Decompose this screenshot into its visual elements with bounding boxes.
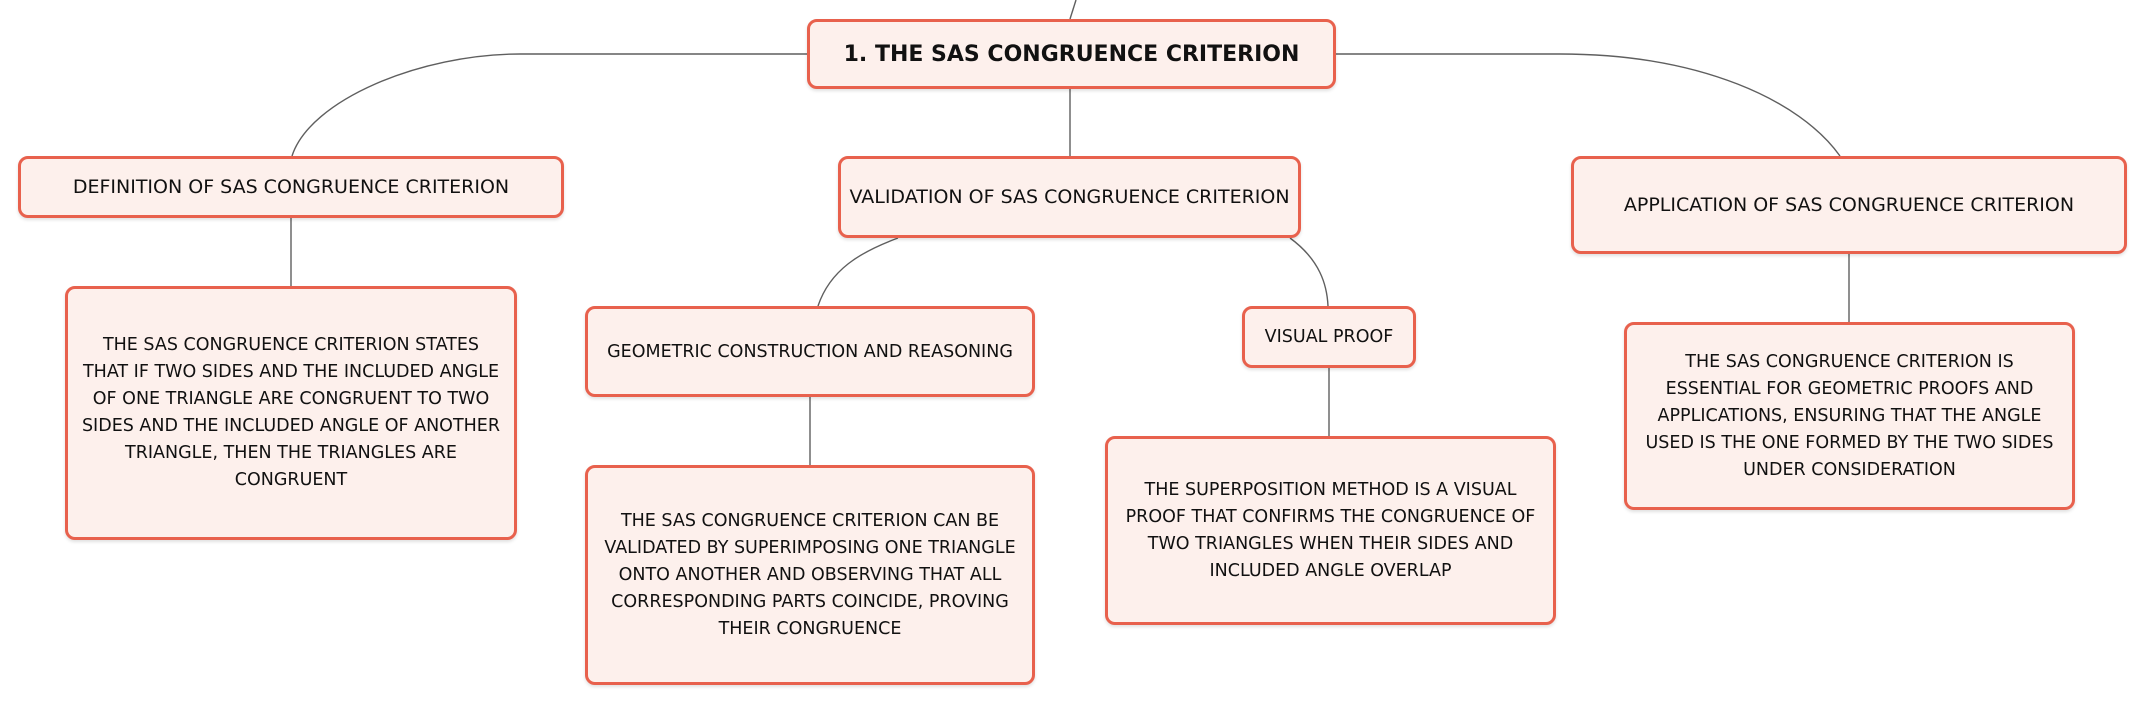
- application-detail-node[interactable]: THE SAS CONGRUENCE CRITERION IS ESSENTIA…: [1624, 322, 2075, 510]
- connector-validation-visual: [1289, 237, 1329, 307]
- validation-topic-node[interactable]: VALIDATION OF SAS CONGRUENCE CRITERION: [838, 156, 1301, 238]
- application-detail-text: THE SAS CONGRUENCE CRITERION IS ESSENTIA…: [1645, 351, 2054, 480]
- validation-topic-label: VALIDATION OF SAS CONGRUENCE CRITERION: [849, 186, 1290, 208]
- connector-root-definition: [291, 53, 807, 157]
- definition-topic-label: DEFINITION OF SAS CONGRUENCE CRITERION: [72, 176, 510, 198]
- geometric-construction-topic-node[interactable]: GEOMETRIC CONSTRUCTION AND REASONING: [585, 306, 1035, 397]
- application-topic-label: APPLICATION OF SAS CONGRUENCE CRITERION: [1623, 194, 2075, 216]
- geometric-construction-topic-label: GEOMETRIC CONSTRUCTION AND REASONING: [607, 341, 1013, 362]
- geometric-construction-detail-text: THE SAS CONGRUENCE CRITERION CAN BE VALI…: [604, 510, 1016, 639]
- definition-topic-node[interactable]: DEFINITION OF SAS CONGRUENCE CRITERION: [18, 156, 564, 218]
- root-topic-label: 1. THE SAS CONGRUENCE CRITERION: [843, 41, 1300, 67]
- visual-proof-topic-label: VISUAL PROOF: [1264, 327, 1394, 347]
- connector-validation-geometric: [817, 237, 899, 307]
- connector-root-application: [1336, 53, 1841, 157]
- visual-proof-detail-node[interactable]: THE SUPERPOSITION METHOD IS A VISUAL PRO…: [1105, 436, 1556, 625]
- definition-detail-text: THE SAS CONGRUENCE CRITERION STATES THAT…: [81, 335, 501, 490]
- visual-proof-topic-node[interactable]: VISUAL PROOF: [1242, 306, 1416, 368]
- visual-proof-detail-text: THE SUPERPOSITION METHOD IS A VISUAL PRO…: [1125, 479, 1536, 581]
- connector-root-top: [1069, 0, 1077, 20]
- application-topic-node[interactable]: APPLICATION OF SAS CONGRUENCE CRITERION: [1571, 156, 2127, 254]
- geometric-construction-detail-node[interactable]: THE SAS CONGRUENCE CRITERION CAN BE VALI…: [585, 465, 1035, 685]
- root-topic-node[interactable]: 1. THE SAS CONGRUENCE CRITERION: [807, 19, 1336, 89]
- definition-detail-node[interactable]: THE SAS CONGRUENCE CRITERION STATES THAT…: [65, 286, 517, 540]
